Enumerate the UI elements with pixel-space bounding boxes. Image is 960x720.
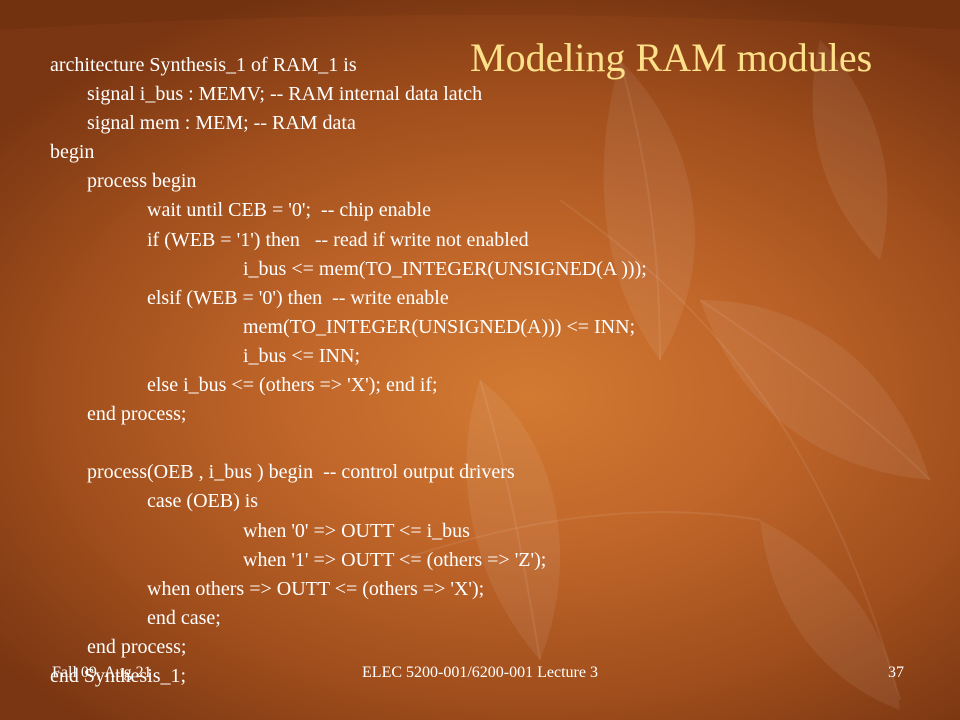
footer-page-number: 37	[888, 664, 904, 681]
code-line: case (OEB) is	[147, 490, 259, 513]
footer-course: ELEC 5200-001/6200-001 Lecture 3	[362, 664, 598, 681]
slide-title: Modeling RAM modules	[470, 35, 873, 80]
code-line: elsif (WEB = '0') then -- write enable	[147, 286, 449, 309]
code-line: if (WEB = '1') then -- read if write not…	[147, 228, 529, 251]
code-line: process begin	[87, 170, 197, 193]
code-line: else i_bus <= (others => 'X'); end if;	[147, 374, 438, 397]
code-line: when '0' => OUTT <= i_bus	[243, 519, 470, 542]
code-line: wait until CEB = '0'; -- chip enable	[147, 199, 431, 222]
code-line: end process;	[87, 403, 187, 426]
code-line: end case;	[147, 606, 221, 629]
code-line: signal i_bus : MEMV; -- RAM internal dat…	[87, 83, 483, 106]
code-line: begin	[50, 141, 95, 164]
code-line: architecture Synthesis_1 of RAM_1 is	[50, 54, 357, 76]
code-line: i_bus <= INN;	[243, 344, 361, 367]
footer-date: Fall 09, Aug 21	[52, 664, 152, 681]
code-line	[50, 429, 647, 458]
code-line: end Synthesis_1;	[50, 664, 187, 687]
code-line: when others => OUTT <= (others => 'X');	[147, 577, 485, 600]
code-line: end process;	[87, 635, 187, 658]
code-line: i_bus <= mem(TO_INTEGER(UNSIGNED(A )));	[243, 257, 647, 280]
code-line: mem(TO_INTEGER(UNSIGNED(A))) <= INN;	[243, 315, 636, 338]
code-line: signal mem : MEM; -- RAM data	[87, 112, 356, 135]
code-line: when '1' => OUTT <= (others => 'Z');	[243, 548, 547, 571]
code-line: process(OEB , i_bus ) begin -- control o…	[87, 461, 515, 484]
code-block: architecture Synthesis_1 of RAM_1 is sign…	[50, 51, 647, 691]
